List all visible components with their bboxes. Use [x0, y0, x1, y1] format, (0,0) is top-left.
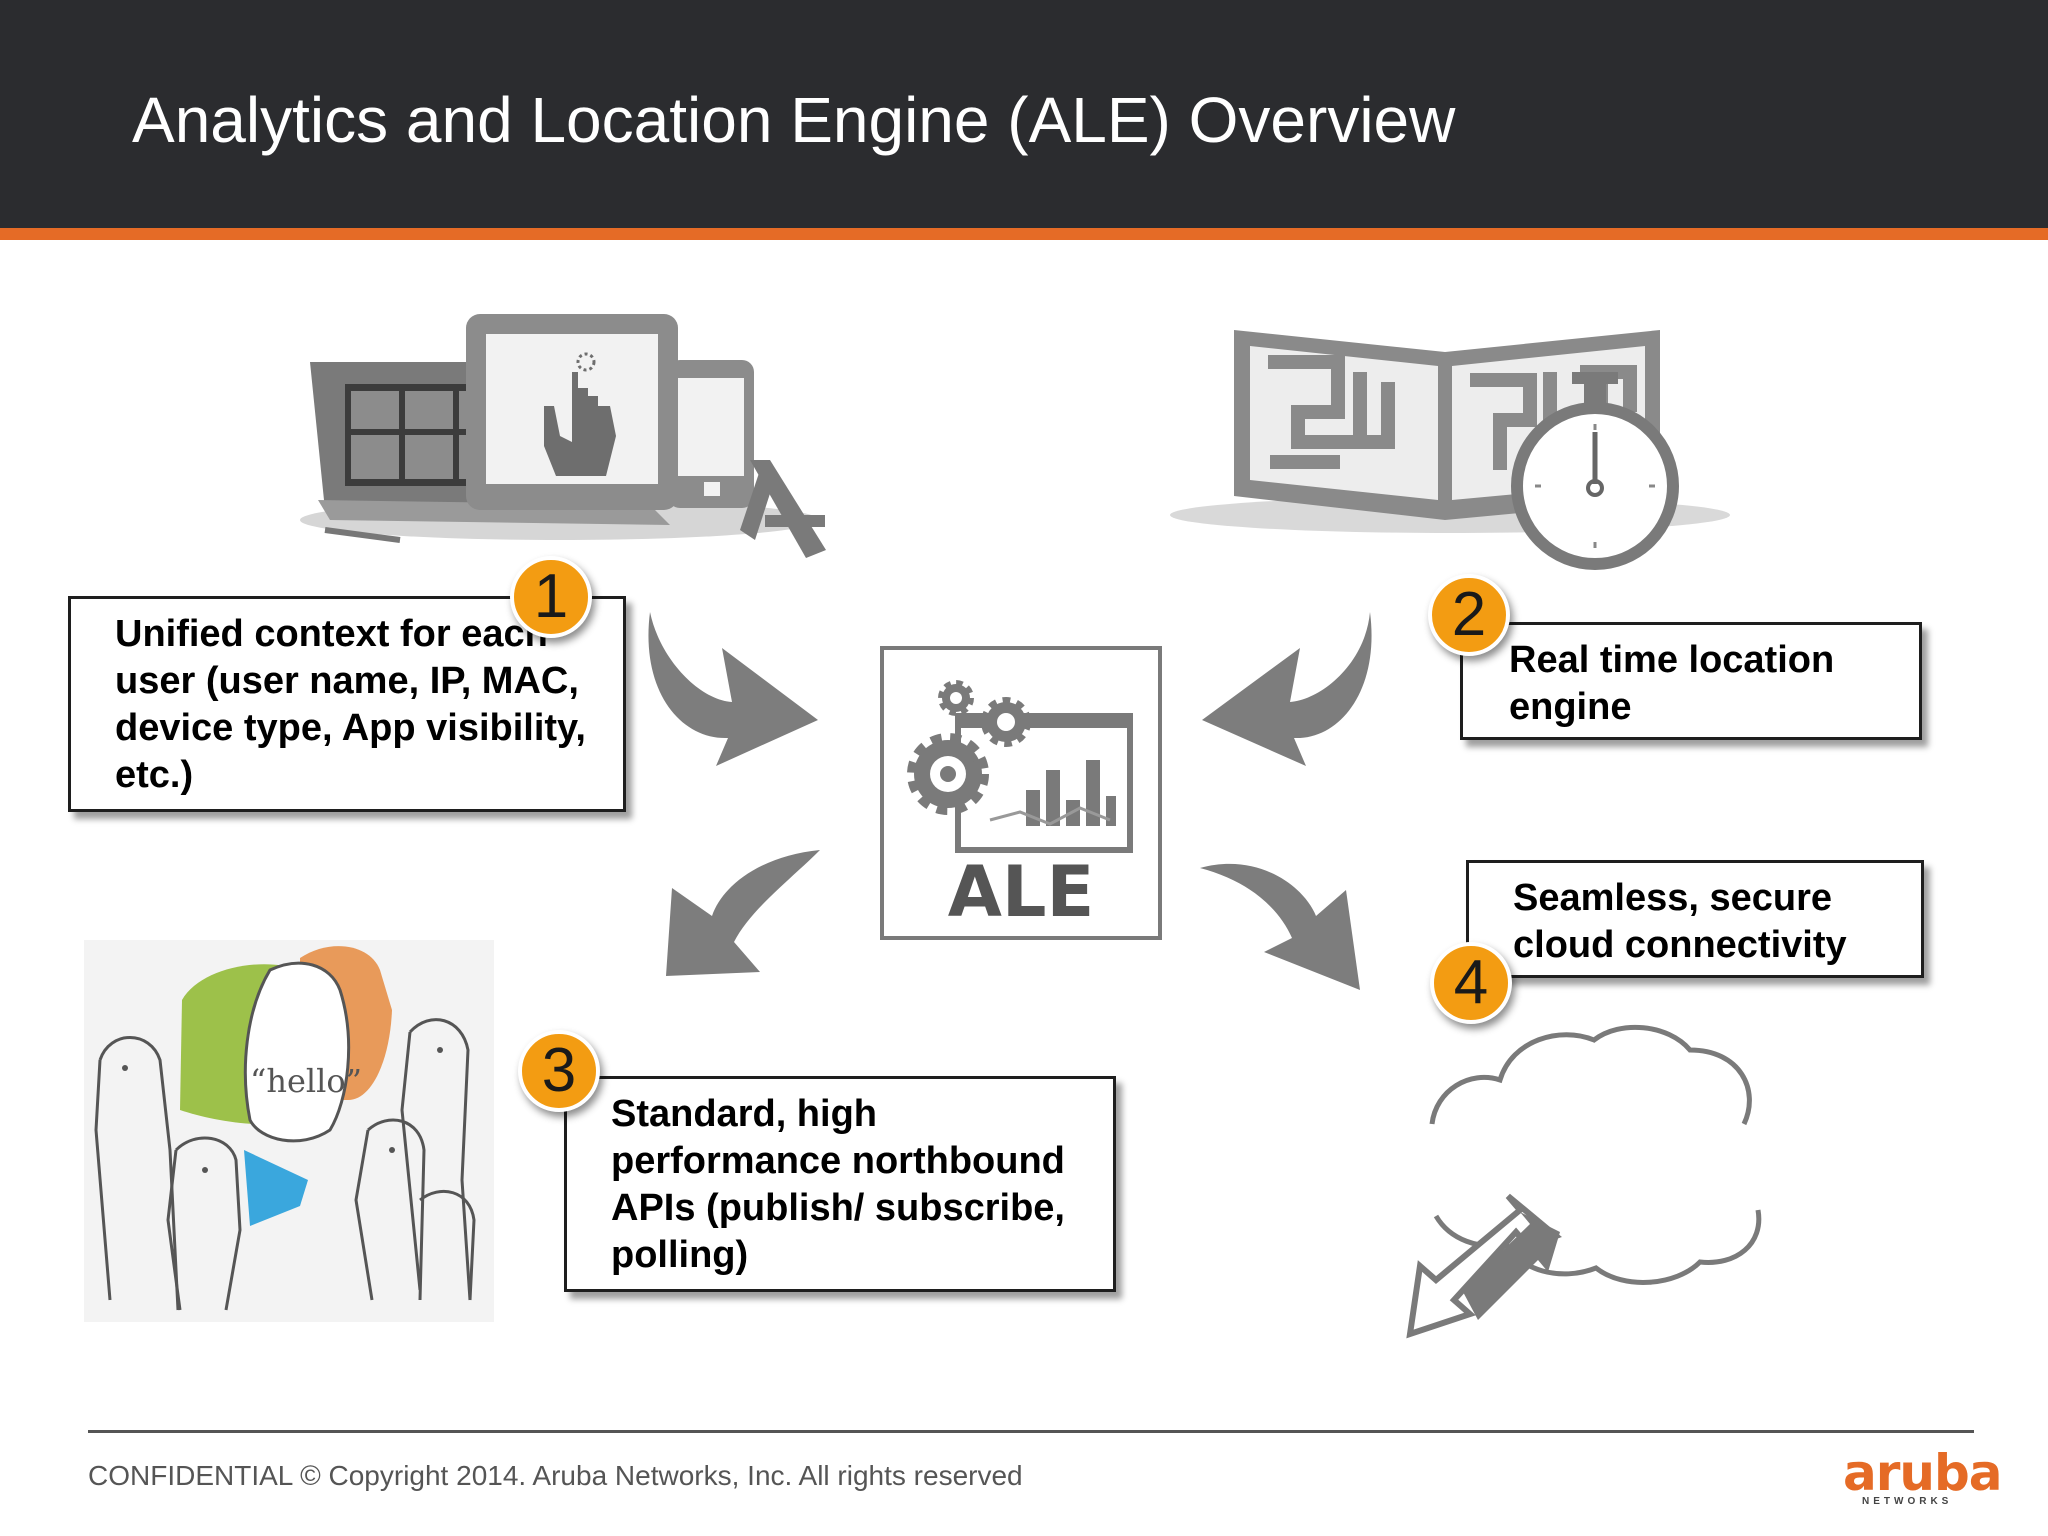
header-bar: [0, 0, 2048, 228]
callout-northbound-apis: Standard, high performance northbound AP…: [564, 1076, 1116, 1292]
slide-title: Analytics and Location Engine (ALE) Over…: [132, 84, 1456, 156]
arrow-out-ale-left: [666, 850, 820, 976]
callout-user-context-text: Unified context for each user (user name…: [115, 613, 586, 796]
aruba-logo: aruba: [1843, 1444, 2003, 1502]
people-chat-icon: “hello”: [84, 940, 494, 1322]
callout-location-engine: Real time location engine: [1460, 622, 1922, 740]
callout-cloud-connectivity-text: Seamless, secure cloud connectivity: [1513, 877, 1847, 966]
callout-northbound-apis-text: Standard, high performance northbound AP…: [611, 1093, 1065, 1276]
callout-cloud-connectivity: Seamless, secure cloud connectivity: [1466, 860, 1924, 978]
arrow-into-ale-right: [1202, 612, 1372, 766]
footer-copyright: CONFIDENTIAL © Copyright 2014. Aruba Net…: [88, 1460, 1023, 1491]
bidirectional-arrow-icon: [1406, 1193, 1562, 1339]
hello-bubble-text: “hello”: [250, 1062, 362, 1100]
arrow-into-ale-left: [648, 612, 818, 766]
floorplan-stopwatch-icon: [1170, 330, 1730, 570]
ale-label: ALE: [947, 851, 1095, 933]
header-accent-rule: [0, 228, 2048, 240]
ale-engine-icon: [880, 646, 1162, 940]
step-badge-4: 4: [1430, 942, 1512, 1024]
arrow-out-ale-right: [1200, 863, 1360, 990]
aruba-logo-subtitle: NETWORKS: [1862, 1496, 1953, 1507]
step-badge-3: 3: [518, 1030, 600, 1112]
step-badge-1: 1: [510, 556, 592, 638]
footer-divider: [88, 1430, 1974, 1433]
step-badge-2: 2: [1428, 574, 1510, 656]
callout-location-engine-text: Real time location engine: [1509, 639, 1835, 728]
devices-icon: [300, 314, 826, 558]
